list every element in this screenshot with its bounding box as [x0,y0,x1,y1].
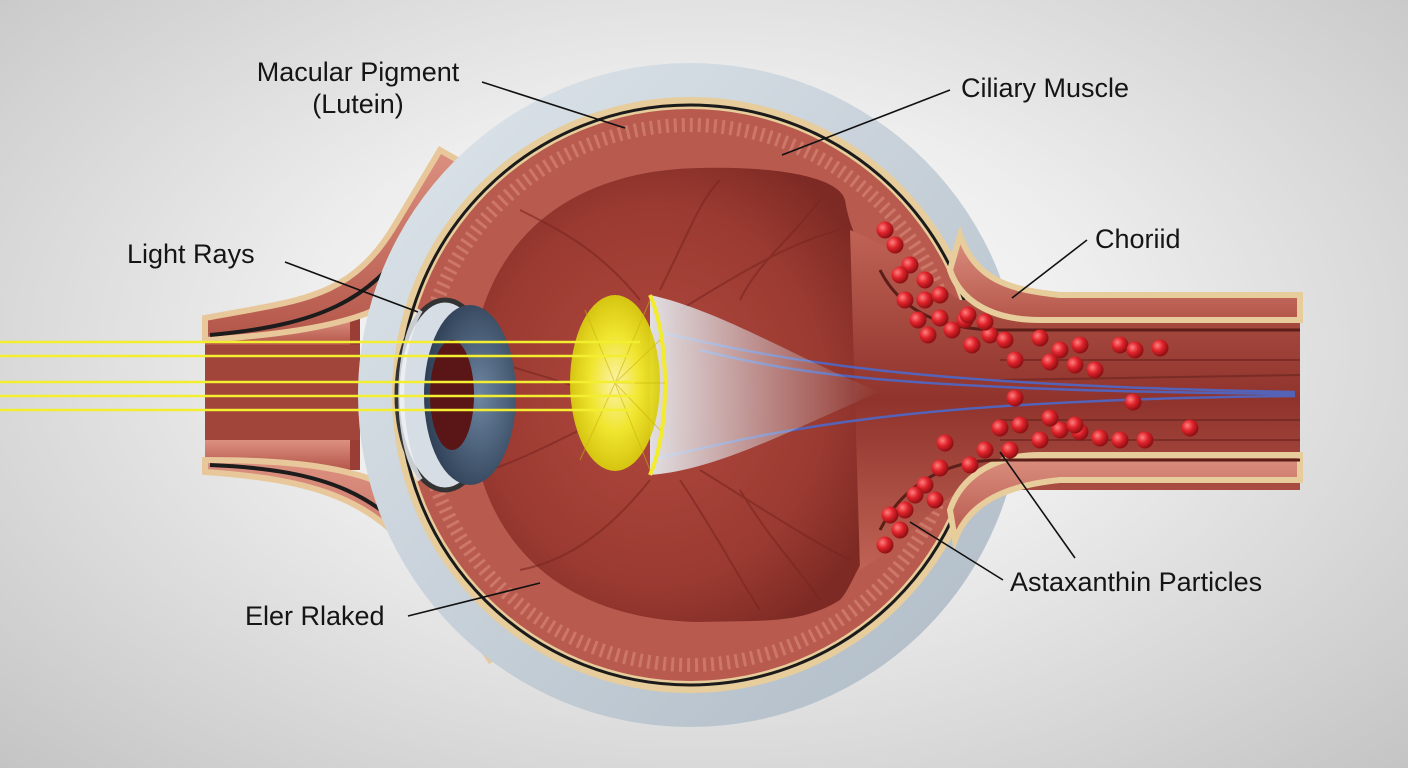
label-eler-rlaked: Eler Rlaked [245,601,385,631]
label-astaxanthin-particles: Astaxanthin Particles [1010,567,1263,597]
red-sphere-icon [1181,419,1199,437]
red-sphere-icon [1066,356,1084,374]
red-sphere-icon [1006,389,1024,407]
red-sphere-icon [996,331,1014,349]
label-light-rays: Light Rays [127,239,255,269]
leader-eler [407,582,541,617]
red-sphere-icon [916,271,934,289]
label-macular-pigment: Macular Pigment (Lutein) [232,56,484,120]
leader-macular [481,81,626,129]
leader-astax-1 [909,521,1004,581]
label-macular-line2: (Lutein) [312,89,404,119]
red-sphere-icon [876,221,894,239]
red-sphere-icon [906,486,924,504]
red-sphere-icon [991,419,1009,437]
leader-light [284,261,419,313]
leader-ciliary [781,89,951,156]
leader-astax-2 [999,451,1076,559]
red-sphere-icon [1051,421,1069,439]
red-sphere-icon [891,521,909,539]
red-sphere-icon [931,459,949,477]
red-sphere-icon [1041,409,1059,427]
red-sphere-icon [1041,353,1059,371]
red-sphere-icon [1006,351,1024,369]
red-sphere-icon [1071,336,1089,354]
light-cone [650,295,880,475]
red-sphere-icon [1066,416,1084,434]
red-sphere-icon [1124,393,1142,411]
red-sphere-icon [1031,329,1049,347]
red-sphere-icon [961,456,979,474]
red-sphere-icon [943,321,961,339]
red-sphere-icon [963,336,981,354]
red-sphere-icon [1111,431,1129,449]
red-sphere-icon [919,326,937,344]
red-sphere-icon [981,326,999,344]
astaxanthin-particles [876,221,1199,554]
leader-choriid [1011,239,1088,299]
red-sphere-icon [926,491,944,509]
red-sphere-icon [1091,429,1109,447]
red-sphere-icon [896,501,914,519]
red-sphere-icon [1031,431,1049,449]
red-sphere-icon [876,536,894,554]
leader-lines [284,81,1088,617]
red-sphere-icon [909,311,927,329]
label-macular-line1: Macular Pigment [256,57,460,87]
red-sphere-icon [1001,441,1019,459]
red-sphere-icon [1111,336,1129,354]
red-sphere-icon [891,266,909,284]
red-sphere-icon [936,434,954,452]
red-sphere-icon [1151,339,1169,357]
red-sphere-icon [1136,431,1154,449]
red-sphere-icon [886,236,904,254]
red-sphere-icon [916,291,934,309]
red-sphere-icon [1051,341,1069,359]
red-sphere-icon [976,441,994,459]
retinal-vessels [489,179,851,611]
red-sphere-icon [1126,341,1144,359]
red-sphere-icon [931,286,949,304]
red-sphere-icon [881,506,899,524]
optic-nerve [850,224,1303,570]
red-sphere-icon [931,309,949,327]
red-sphere-icon [976,313,994,331]
red-sphere-icon [896,291,914,309]
light-rays [0,340,640,412]
label-ciliary-muscle: Ciliary Muscle [961,73,1130,103]
red-sphere-icon [1011,416,1029,434]
red-sphere-icon [959,306,977,324]
red-sphere-icon [1086,361,1104,379]
label-choriid: Choriid [1095,224,1181,254]
